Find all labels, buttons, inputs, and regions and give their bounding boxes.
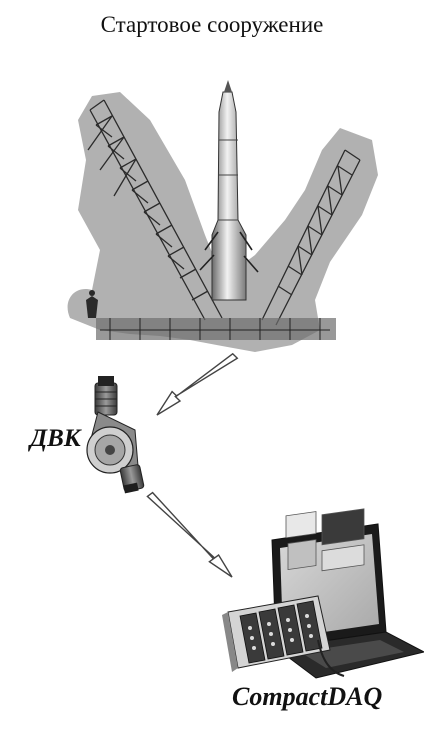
- launch-pad-image: [68, 80, 378, 352]
- compactdaq-image: [222, 509, 424, 678]
- daq-label: CompactDAQ: [232, 682, 382, 712]
- arrow-sensor-to-daq: [147, 493, 232, 577]
- arrow-pad-to-sensor: [157, 354, 237, 415]
- pressure-sensor-image: [87, 376, 144, 493]
- sensor-label: ДВК: [30, 425, 81, 453]
